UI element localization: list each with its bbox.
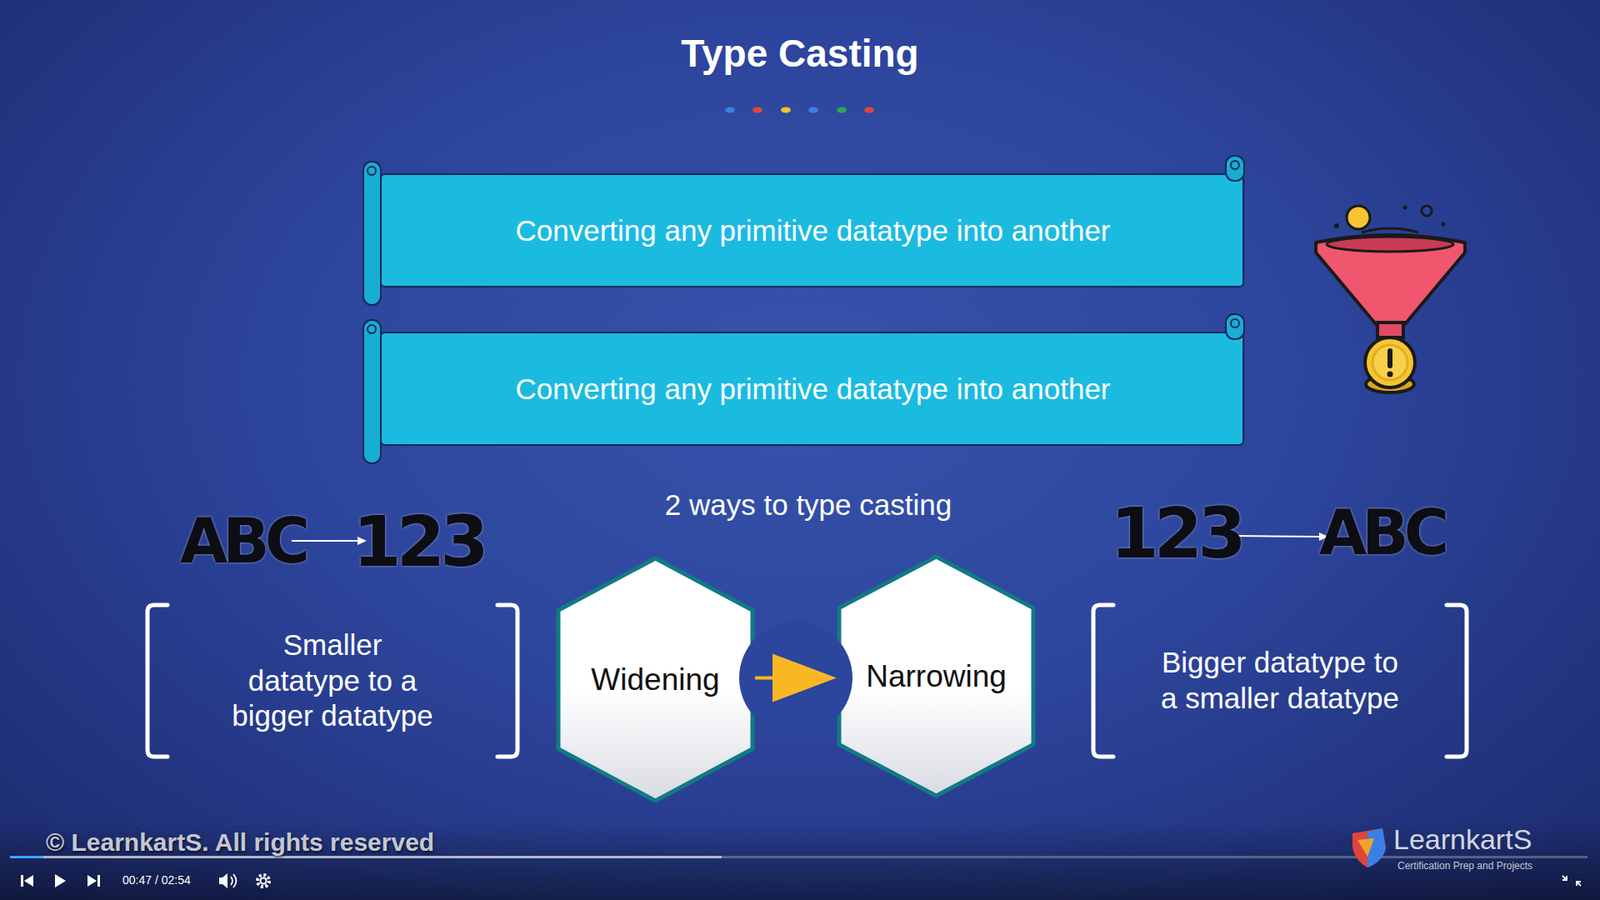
text-area: Converting any primitive datatype into a… bbox=[380, 331, 1245, 446]
bracketed-note: Smaller datatype to a bigger datatype bbox=[142, 601, 523, 760]
text-area: Converting any primitive datatype into a… bbox=[380, 173, 1245, 288]
node-text: Converting any primitive datatype into a… bbox=[515, 372, 1110, 406]
control-shade bbox=[0, 820, 1600, 900]
node-label: Widening bbox=[590, 662, 720, 698]
brand-tagline: Certification Prep and Projects bbox=[1397, 860, 1533, 872]
node-text: Bigger datatype to a smaller datatype bbox=[1125, 645, 1435, 716]
scroll-banner: Converting any primitive datatype into a… bbox=[362, 313, 1245, 465]
bracket-shape bbox=[1088, 601, 1472, 760]
progress-bar bbox=[10, 855, 1588, 859]
node-label: Narrowing bbox=[865, 659, 1007, 695]
video-time: 00:47 / 02:54 bbox=[122, 874, 191, 887]
letters-icon: ABC bbox=[1319, 499, 1445, 567]
arrow-circle bbox=[739, 621, 853, 735]
numbers-icon: 123 bbox=[1110, 495, 1241, 572]
title-dots bbox=[725, 107, 875, 114]
player-controls bbox=[20, 873, 1581, 889]
node-text: Converting any primitive datatype into a… bbox=[515, 214, 1110, 248]
letters-icon: ABC bbox=[180, 507, 305, 575]
brand-logo bbox=[1352, 828, 1386, 868]
brand-name: LearnkartS bbox=[1393, 824, 1532, 855]
hexagon-box: Narrowing bbox=[836, 554, 1036, 799]
node-text: Smaller datatype to a bigger datatype bbox=[207, 627, 458, 735]
text-area: Smaller datatype to a bigger datatype bbox=[142, 601, 523, 760]
funnel-icon bbox=[1315, 205, 1465, 394]
slide-title: Type Casting bbox=[680, 30, 919, 76]
copyright-watermark: © LearnkartS. All rights reserved bbox=[45, 828, 435, 856]
numbers-icon: 123 bbox=[352, 503, 484, 580]
text-area: Bigger datatype to a smaller datatype bbox=[1088, 601, 1472, 760]
hexagon-box: Widening bbox=[555, 555, 755, 804]
scroll-banner: Converting any primitive datatype into a… bbox=[362, 155, 1245, 306]
text-area: Narrowing bbox=[836, 554, 1036, 799]
bracketed-note: Bigger datatype to a smaller datatype bbox=[1088, 601, 1472, 760]
arrow-connector bbox=[755, 654, 837, 703]
section-heading: 2 ways to type casting bbox=[665, 489, 952, 522]
text-area: Widening bbox=[555, 555, 755, 804]
